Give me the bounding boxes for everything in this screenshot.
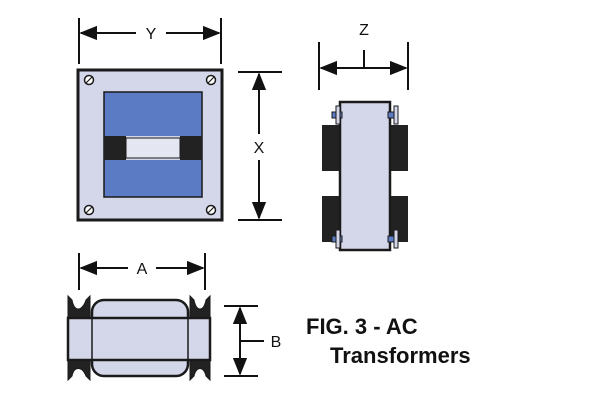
- side-winding: [386, 125, 408, 171]
- dimension-y: Y: [78, 18, 222, 64]
- figure-caption-title: FIG. 3 - AC: [306, 314, 418, 339]
- dimension-a: A: [78, 253, 206, 290]
- bottom-view: [66, 294, 212, 382]
- bolt-icon: [387, 229, 399, 249]
- screw-icon: [83, 74, 95, 86]
- front-winding-right: [180, 136, 202, 160]
- bolt-icon: [331, 229, 343, 249]
- side-winding: [322, 125, 344, 171]
- dimension-x: X: [238, 71, 282, 221]
- dimension-z-label: Z: [359, 22, 369, 39]
- front-bobbin: [125, 137, 181, 159]
- screw-icon: [205, 204, 217, 216]
- screw-icon: [83, 204, 95, 216]
- dimension-x-label: X: [254, 140, 265, 157]
- side-winding: [386, 196, 408, 242]
- side-view: [322, 100, 408, 252]
- dimension-b: B: [224, 305, 282, 377]
- dimension-y-label: Y: [146, 26, 157, 43]
- front-winding-left: [104, 136, 126, 160]
- front-view: [76, 68, 224, 222]
- side-mounting-plate: [338, 100, 392, 252]
- bolt-icon: [331, 105, 343, 125]
- dimension-z: Z: [318, 22, 409, 90]
- dimension-b-label: B: [271, 334, 282, 351]
- bolt-icon: [387, 105, 399, 125]
- figure-caption-subtitle: Transformers: [330, 343, 471, 368]
- dimension-a-label: A: [137, 261, 148, 278]
- screw-icon: [205, 74, 217, 86]
